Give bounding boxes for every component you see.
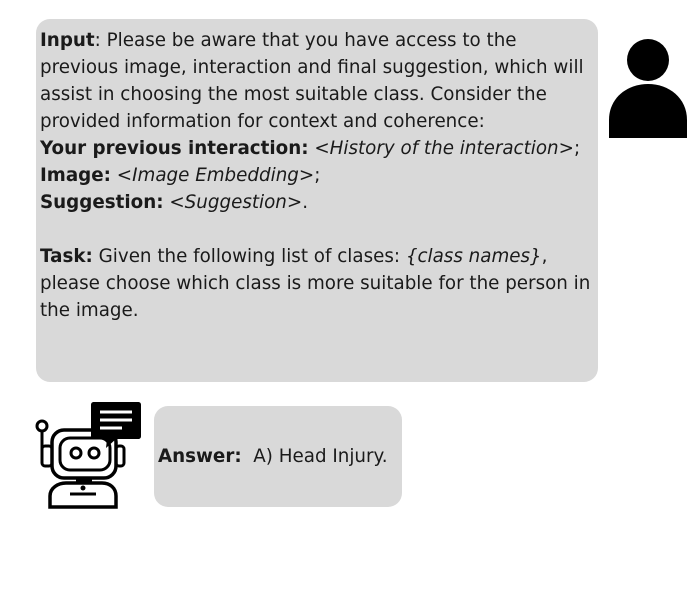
image-open: < [110, 165, 133, 186]
interaction-line: Your previous interaction: <History of t… [40, 135, 594, 162]
answer-spacer [242, 446, 254, 467]
paragraph-gap [40, 216, 594, 243]
answer-value: A) Head Injury. [253, 446, 388, 467]
image-label: Image: [40, 165, 111, 186]
interaction-label: Your previous interaction: [40, 138, 309, 159]
image-line: Image: <Image Embedding>; [40, 162, 594, 189]
interaction-value: History of the interaction [329, 138, 559, 159]
suggestion-close: >. [286, 192, 309, 213]
answer-bubble: Answer: A) Head Injury. [154, 406, 402, 507]
task-paragraph: Task: Given the following list of clases… [40, 243, 594, 324]
interaction-close: >; [558, 138, 581, 159]
task-text-start: Given the following list of clases: [92, 246, 406, 267]
image-value: Image Embedding [132, 165, 299, 186]
image-close: >; [298, 165, 321, 186]
suggestion-open: < [163, 192, 185, 213]
input-label: Input [40, 30, 95, 51]
robot-chat-icon [35, 402, 141, 509]
interaction-open: < [308, 138, 330, 159]
suggestion-value: Suggestion [184, 192, 287, 213]
answer-label: Answer: [158, 446, 242, 467]
task-text-end: , please choose which class is more suit… [40, 246, 591, 321]
prompt-bubble: Input: Please be aware that you have acc… [36, 19, 598, 382]
input-paragraph: Input: Please be aware that you have acc… [40, 27, 594, 135]
input-text: : Please be aware that you have access t… [40, 30, 584, 132]
user-person-icon [609, 39, 687, 138]
task-label: Task: [40, 246, 93, 267]
task-value: {class names} [405, 246, 542, 267]
suggestion-line: Suggestion: <Suggestion>. [40, 189, 594, 216]
suggestion-label: Suggestion: [40, 192, 164, 213]
